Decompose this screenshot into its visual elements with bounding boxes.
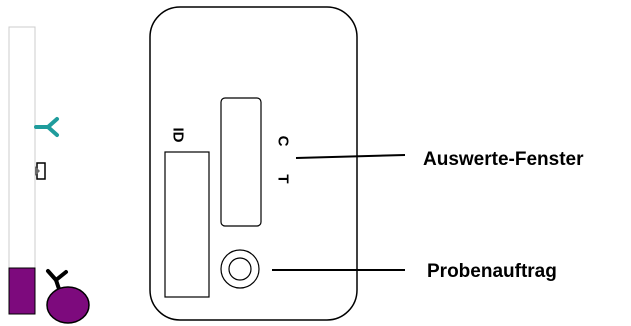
control-line-label: C: [275, 136, 292, 147]
test-line-label: T: [275, 174, 292, 183]
id-label: ID: [170, 128, 187, 143]
result-window: [220, 97, 262, 227]
strip-marker-notch: [35, 166, 40, 176]
sample-well-icon: [220, 249, 260, 289]
id-label-field: [164, 151, 210, 298]
capture-antibody-icon: [34, 117, 59, 137]
window-callout-line: [295, 154, 406, 159]
sample-callout-label: Probenauftrag: [427, 261, 557, 282]
conjugate-antibody-icon: [46, 269, 68, 291]
sample-droplet-icon: [46, 286, 90, 324]
strip-membrane: [8, 26, 36, 315]
strip-sample-pad: [8, 267, 36, 315]
window-callout-label: Auswerte-Fenster: [423, 149, 584, 170]
test-strip: [8, 26, 46, 315]
